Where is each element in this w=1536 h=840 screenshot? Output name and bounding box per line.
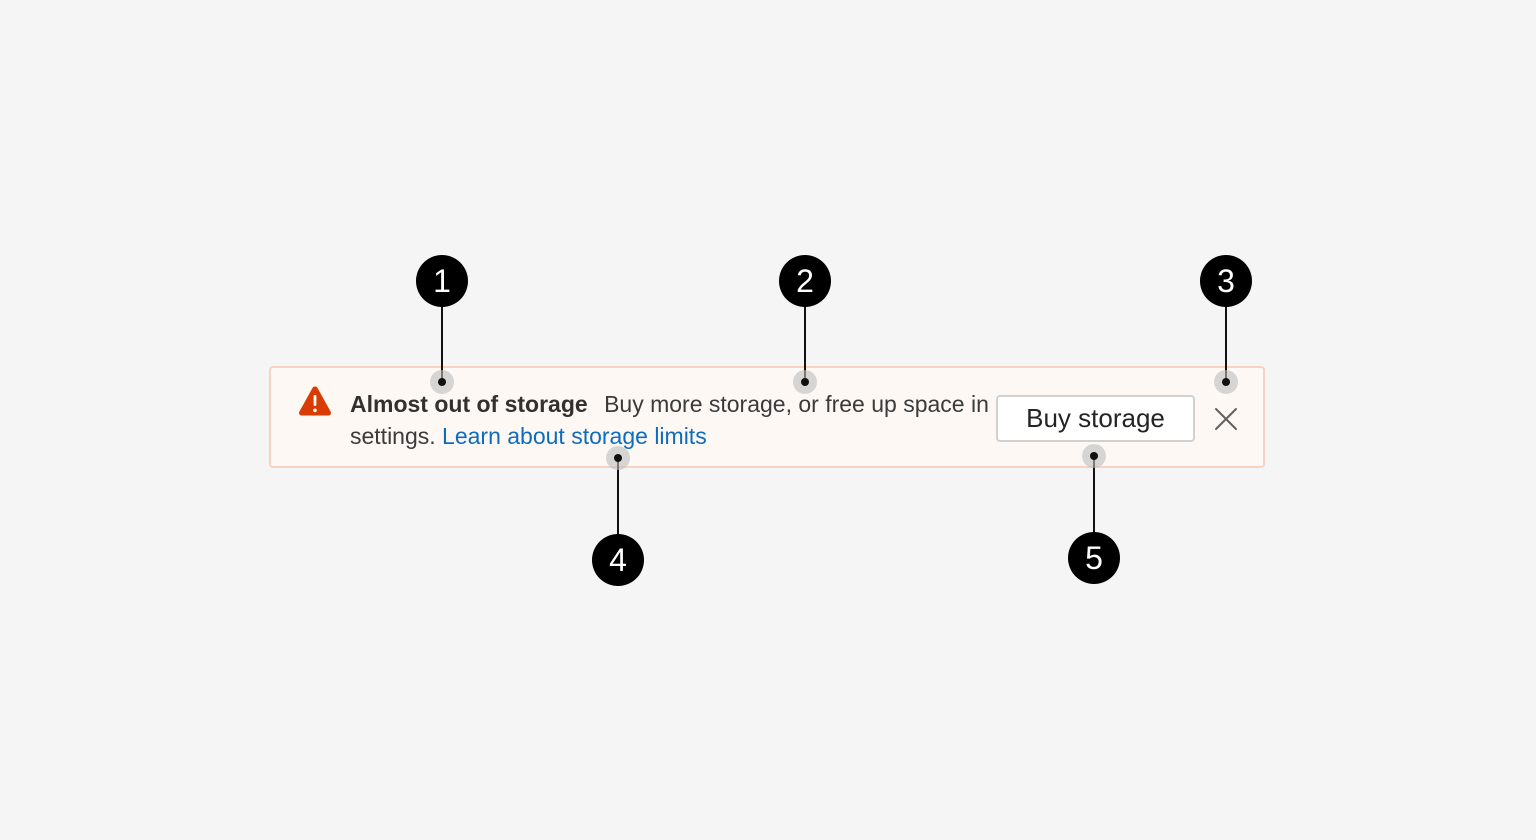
callout-4-anchor bbox=[606, 446, 630, 470]
callout-5-line bbox=[1093, 456, 1095, 534]
callout-3-badge: 3 bbox=[1200, 255, 1252, 307]
learn-more-link[interactable]: Learn about storage limits bbox=[442, 423, 707, 449]
callout-5-anchor bbox=[1082, 444, 1106, 468]
callout-3-line bbox=[1225, 306, 1227, 382]
dismiss-button[interactable] bbox=[1211, 404, 1241, 434]
message-text: Almost out of storage Buy more storage, … bbox=[350, 388, 990, 452]
callout-1-anchor bbox=[430, 370, 454, 394]
callout-4-line bbox=[617, 458, 619, 536]
warning-icon bbox=[298, 385, 332, 417]
callout-2-line bbox=[804, 306, 806, 382]
message-title: Almost out of storage bbox=[350, 391, 588, 417]
dismiss-icon bbox=[1211, 408, 1241, 437]
message-body: Buy more storage, or free up space in se… bbox=[350, 391, 989, 449]
callout-2-anchor bbox=[793, 370, 817, 394]
message-bar: Almost out of storage Buy more storage, … bbox=[269, 366, 1265, 468]
callout-2-badge: 2 bbox=[779, 255, 831, 307]
callout-1-badge: 1 bbox=[416, 255, 468, 307]
buy-storage-button[interactable]: Buy storage bbox=[996, 395, 1195, 442]
callout-4-badge: 4 bbox=[592, 534, 644, 586]
callout-3-anchor bbox=[1214, 370, 1238, 394]
callout-1-line bbox=[441, 306, 443, 382]
callout-5-badge: 5 bbox=[1068, 532, 1120, 584]
